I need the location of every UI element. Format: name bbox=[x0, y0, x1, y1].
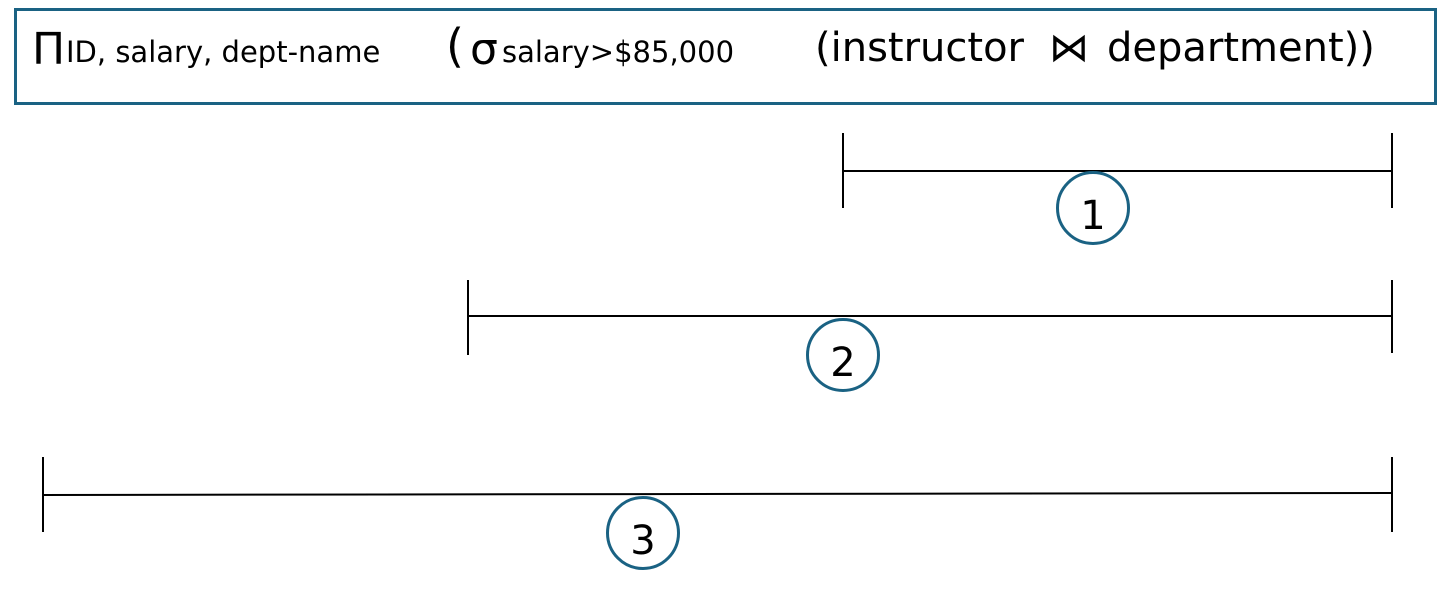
step-label-3: 3 bbox=[606, 496, 680, 570]
inner-relation-instructor: (instructor bbox=[815, 25, 1024, 71]
inner-relation-department: department)) bbox=[1107, 25, 1375, 71]
selection-symbol: σ bbox=[470, 24, 498, 75]
scope-bracket-2 bbox=[467, 280, 1393, 355]
projection-attributes: ID, salary, dept-name bbox=[66, 35, 381, 69]
scope-bracket-3 bbox=[42, 457, 1393, 532]
step-label-2: 2 bbox=[806, 318, 880, 392]
natural-join-symbol: ⋈ bbox=[1049, 25, 1089, 71]
step-label-1: 1 bbox=[1056, 171, 1130, 245]
selection-condition: salary>$85,000 bbox=[502, 35, 735, 69]
open-paren: ( bbox=[446, 19, 464, 73]
expression-box bbox=[14, 8, 1437, 105]
projection-symbol: Π bbox=[32, 24, 66, 75]
scope-bracket-1 bbox=[842, 133, 1393, 208]
